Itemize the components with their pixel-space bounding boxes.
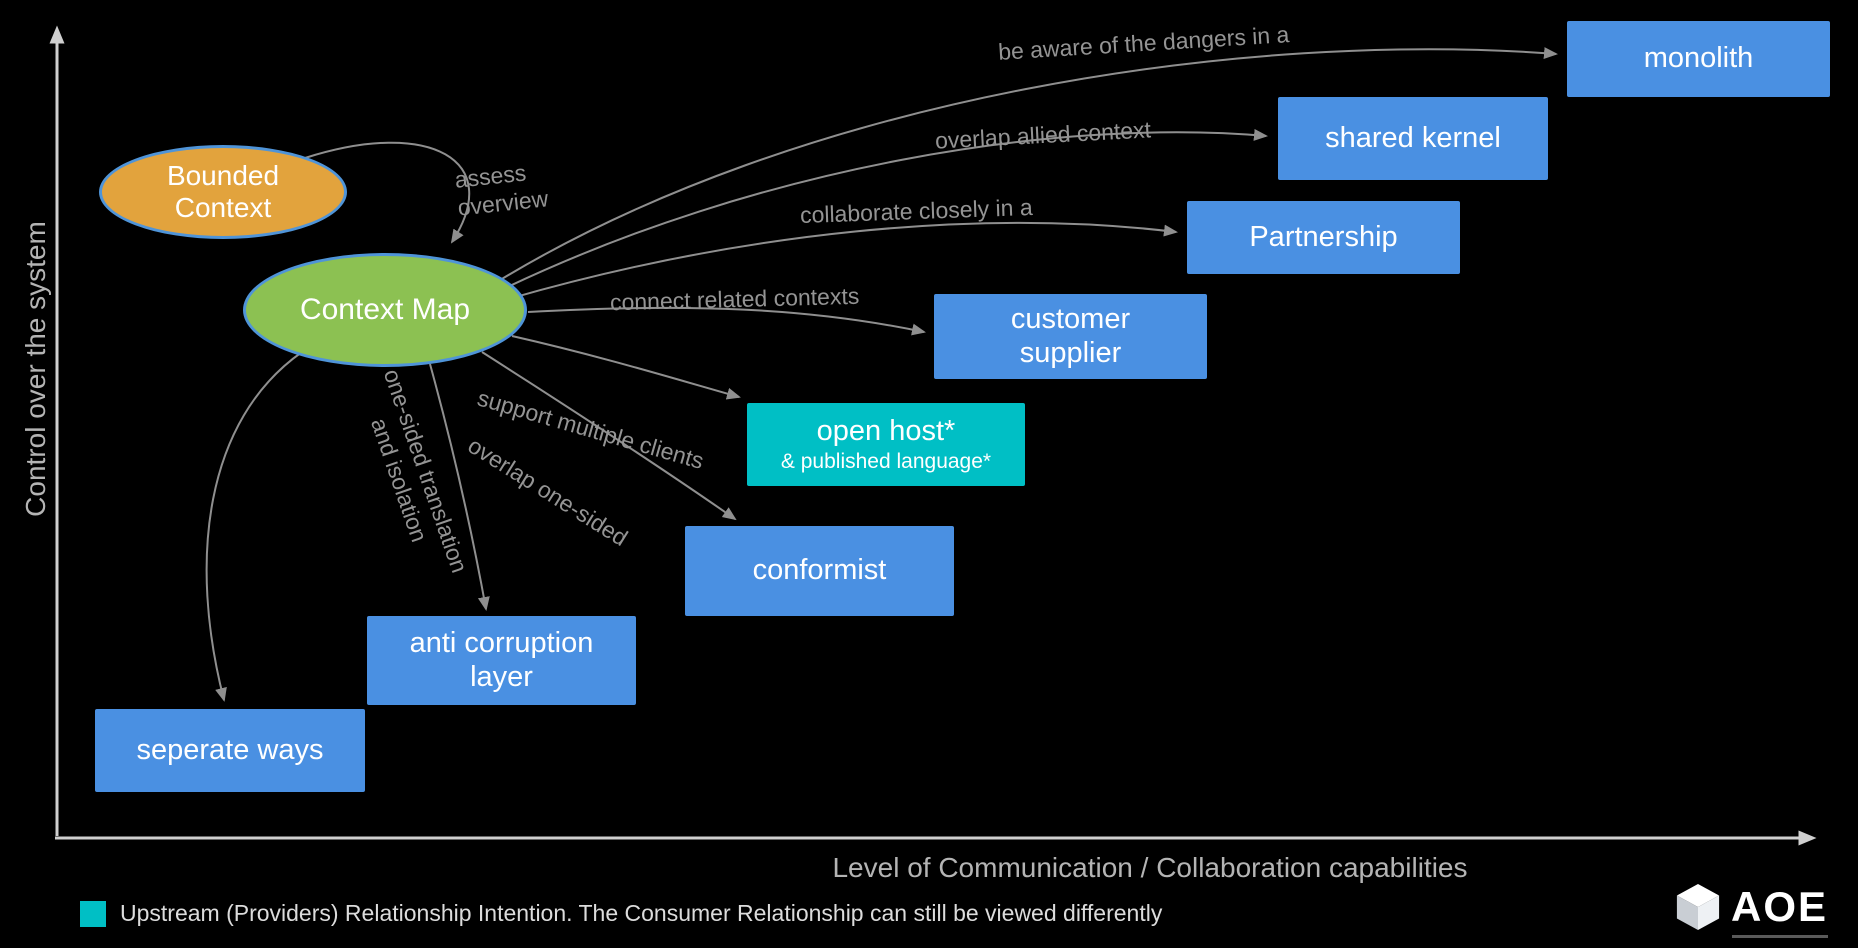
partnership-label: Partnership bbox=[1249, 220, 1398, 253]
anti-corruption-layer-node: anti corruption layer bbox=[367, 616, 636, 705]
x-axis-label: Level of Communication / Collaboration c… bbox=[832, 852, 1468, 883]
edge-monolith bbox=[491, 47, 1558, 286]
edge-conformist bbox=[481, 351, 737, 521]
context-map-label: Context Map bbox=[299, 292, 471, 326]
edge-seperate-ways bbox=[205, 351, 303, 702]
anti-corruption-label-line2: layer bbox=[470, 660, 533, 693]
bounded-context-node: Bounded Context bbox=[99, 145, 347, 239]
seperate-ways-label: seperate ways bbox=[136, 733, 324, 766]
y-axis-label: Control over the system bbox=[20, 221, 51, 517]
aoe-tagline-bar bbox=[1732, 935, 1828, 938]
aoe-cube-icon bbox=[1676, 884, 1720, 930]
shared-kernel-label: shared kernel bbox=[1325, 121, 1501, 154]
monolith-label: monolith bbox=[1643, 42, 1754, 75]
legend-text: Upstream (Providers) Relationship Intent… bbox=[120, 900, 1163, 926]
published-language-label: & published language* bbox=[780, 450, 992, 474]
conformist-node: conformist bbox=[685, 526, 954, 616]
customer-supplier-label-line2: supplier bbox=[1019, 336, 1122, 369]
open-host-label: open host* bbox=[816, 414, 956, 447]
legend-swatch bbox=[80, 900, 106, 927]
context-map-node: Context Map bbox=[243, 253, 527, 367]
edge-shared-kernel bbox=[496, 128, 1268, 293]
edge-assess-overview bbox=[304, 141, 471, 244]
anti-corruption-label-line1: anti corruption bbox=[409, 627, 594, 660]
conformist-label: conformist bbox=[752, 554, 887, 587]
open-host-node: open host* & published language* bbox=[747, 403, 1025, 486]
partnership-node: Partnership bbox=[1187, 201, 1460, 274]
seperate-ways-node: seperate ways bbox=[95, 709, 365, 792]
edge-anti-corruption bbox=[429, 363, 490, 611]
customer-supplier-node: customer supplier bbox=[934, 294, 1207, 379]
customer-supplier-label-line1: customer bbox=[1010, 303, 1131, 336]
edge-customer-supplier bbox=[527, 306, 926, 336]
edge-open-host bbox=[511, 335, 741, 400]
shared-kernel-node: shared kernel bbox=[1278, 97, 1548, 180]
bounded-context-label-line1: Bounded bbox=[166, 159, 280, 191]
bounded-context-label-line2: Context bbox=[174, 192, 272, 223]
edge-partnership bbox=[504, 221, 1178, 301]
aoe-logo: AOE bbox=[1675, 882, 1828, 938]
monolith-node: monolith bbox=[1567, 21, 1830, 97]
aoe-logo-text: AOE bbox=[1730, 883, 1828, 930]
legend: Upstream (Providers) Relationship Intent… bbox=[80, 900, 1162, 927]
